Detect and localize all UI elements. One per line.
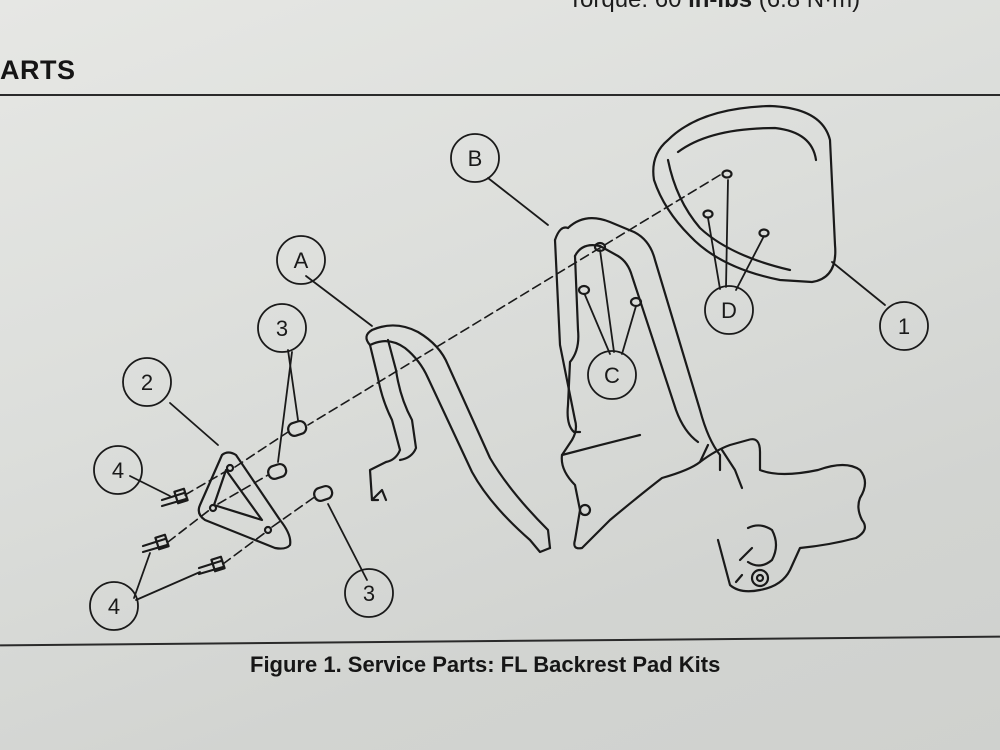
callout-label-3-bottom: 3	[363, 581, 375, 606]
callout-label-4-top: 4	[112, 458, 124, 483]
backrest-pad	[652, 104, 837, 284]
sissy-bar-upright-b	[553, 217, 722, 550]
callout-label-c: C	[604, 363, 620, 388]
torque-spec: Torque: 60 in-lbs (6.8 N·m)	[568, 0, 860, 14]
callout-label-2: 2	[141, 370, 153, 395]
top-rule	[0, 94, 1000, 96]
alignment-lines	[167, 174, 721, 565]
callout-label-b: B	[468, 146, 483, 171]
sissy-bar-upright-a	[365, 324, 552, 554]
section-title: ARTS	[0, 55, 76, 85]
docking-hardware-side-plate	[698, 438, 867, 593]
callout-label-d: D	[721, 298, 737, 323]
screws	[141, 487, 226, 576]
callout-label-3-top: 3	[276, 316, 288, 341]
mounting-bracket	[197, 451, 292, 550]
callout-label-1: 1	[898, 314, 910, 339]
spacers	[267, 419, 334, 502]
callout-circles	[89, 133, 929, 631]
callout-label-4-bottom: 4	[108, 594, 120, 619]
callout-label-a: A	[294, 248, 309, 273]
figure-caption: Figure 1. Service Parts: FL Backrest Pad…	[250, 652, 721, 677]
leader-lines	[129, 177, 886, 601]
